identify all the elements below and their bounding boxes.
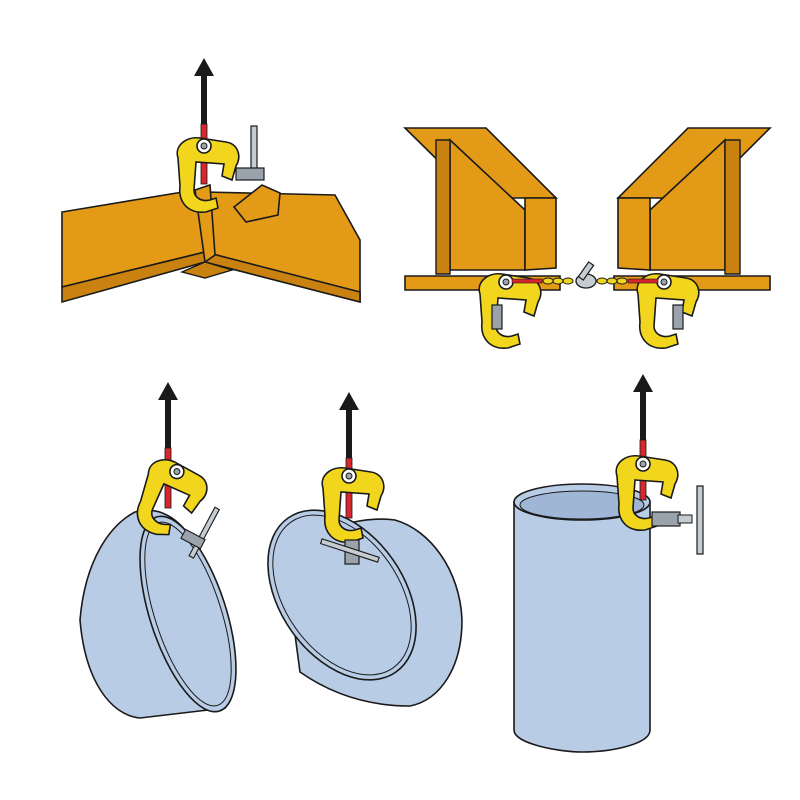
beam-left-web-shade: [435, 139, 451, 275]
turnbuckle-icon: [575, 261, 597, 289]
beam-left-side-face: [524, 197, 557, 271]
beam-right-web-shade: [724, 139, 741, 275]
panel-beam-pull: [403, 127, 772, 350]
panel-pipe-vertical-lift: [513, 373, 704, 753]
pipe-body: [513, 501, 651, 753]
clamp-jaw-shoe: [232, 184, 281, 223]
beam-right-side-face: [617, 197, 651, 271]
clamp-icon: [478, 272, 542, 350]
pipe-inner-rim: [519, 490, 645, 520]
screw-handle-icon: [180, 506, 221, 559]
lift-arrow-icon: [193, 57, 215, 185]
chain-icon: [511, 277, 659, 285]
panel-pipe-tilted-lift: [79, 381, 237, 719]
pipe-mouth: [267, 509, 417, 681]
pipe-inner-rim: [272, 514, 412, 676]
screw-handle-icon: [319, 538, 380, 565]
clamp-icon: [636, 272, 700, 350]
screw-left: [491, 304, 503, 330]
lift-arrow-icon: [338, 391, 360, 519]
pipe-mouth: [139, 515, 237, 713]
screw-handle-icon: [651, 485, 704, 555]
screw-handle-icon: [235, 125, 265, 181]
panel-plate-corner-lift: [61, 57, 361, 304]
panel-pipe-edge-lift: [267, 391, 463, 707]
weld-foot: [179, 261, 235, 279]
screw-right: [672, 304, 684, 330]
